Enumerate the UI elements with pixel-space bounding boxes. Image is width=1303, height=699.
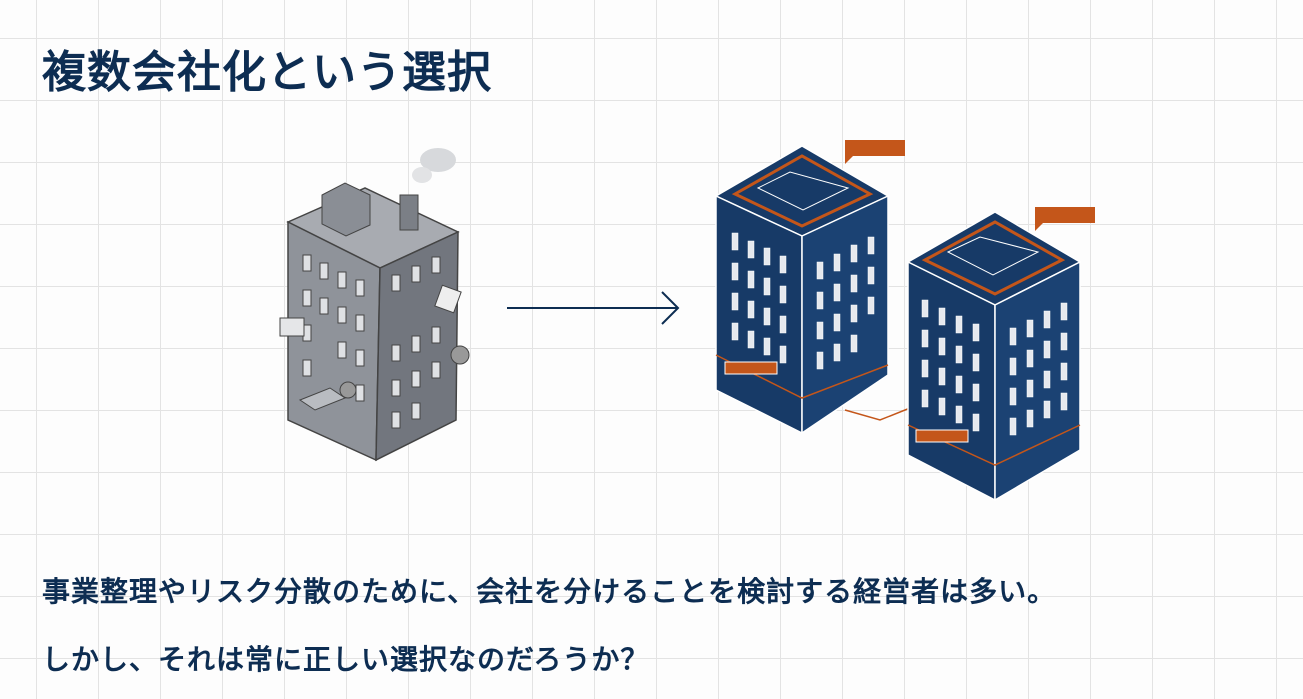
body-text-line-1: 事業整理やリスク分散のために、会社を分けることを検討する経営者は多い。 [42, 575, 1057, 608]
arrow-right-icon [507, 291, 680, 325]
windows [731, 232, 1068, 436]
navy-building-icon-2 [906, 211, 1082, 502]
body-text-line-2: しかし、それは常に正しい選択なのだろうか？ [42, 643, 650, 676]
gray-building-icon [279, 148, 470, 462]
page-title: 複数会社化という選択 [42, 47, 492, 98]
navy-building-icon [714, 140, 1095, 435]
